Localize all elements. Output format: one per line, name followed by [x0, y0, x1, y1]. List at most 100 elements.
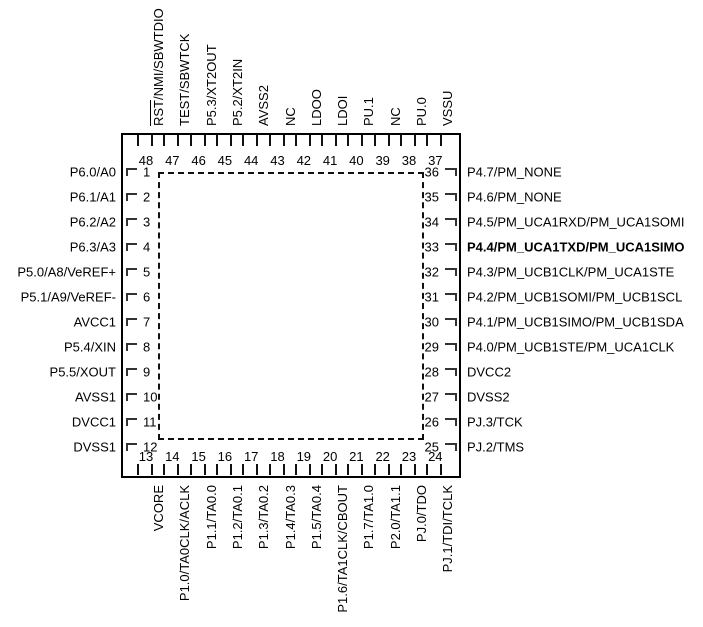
pin-number-11: 11	[143, 414, 157, 430]
pin-lead-end-28	[455, 368, 457, 376]
pin-lead-35	[445, 193, 456, 195]
pin-tick-19-a	[294, 464, 297, 475]
pin-lead-1	[126, 168, 137, 170]
pin-number-46: 46	[191, 153, 206, 168]
pin-tick-19-b	[308, 464, 311, 475]
pin-lead-28	[445, 368, 456, 370]
pin-tick-17-a	[242, 464, 245, 475]
pin-label-1: P6.0/A0	[69, 164, 116, 180]
pin-label-18: P1.4/TA0.3	[282, 485, 298, 550]
pin-label-38: PU.0	[414, 97, 429, 126]
pin-tick-22-b	[387, 464, 390, 475]
pin-label-35: P4.6/PM_NONE	[467, 189, 562, 205]
pin-tick-43-a	[268, 135, 271, 146]
pin-label-40: PU.1	[361, 97, 377, 126]
pin-lead-end-8	[126, 343, 128, 351]
pin-tick-14-b	[177, 464, 180, 475]
pin-label-5: P5.0/A8/VeREF+	[17, 264, 116, 280]
pin-lead-10	[126, 393, 137, 395]
pin-lead-30	[445, 318, 456, 320]
pin-tick-23-b	[414, 464, 416, 475]
pin-tick-44-b	[256, 135, 259, 146]
pin-lead-29	[445, 343, 456, 345]
pin-tick-15-a	[189, 464, 192, 475]
pin-label-8: P5.4/XIN	[63, 339, 116, 355]
pin-lead-26	[445, 418, 456, 420]
pin-number-3: 3	[143, 214, 151, 230]
pin-lead-end-9	[126, 368, 128, 376]
pin-tick-18-a	[268, 464, 271, 475]
pin-label-10: AVSS1	[75, 389, 116, 405]
pin-tick-46-a	[189, 135, 192, 146]
pin-tick-47-a	[163, 135, 166, 146]
pin-number-23: 23	[401, 449, 417, 464]
pin-tick-47-b	[177, 135, 180, 146]
pin-lead-end-35	[455, 193, 457, 201]
pin-tick-42-b	[308, 135, 311, 146]
pin-label-4: P6.3/A3	[69, 239, 116, 255]
pin-label-33: P4.4/PM_UCA1TXD/PM_UCA1SIMO	[467, 239, 685, 255]
pin-label-28: DVCC2	[467, 364, 512, 380]
pin-label-39: NC	[387, 107, 403, 126]
pin-number-15: 15	[191, 449, 206, 464]
pin-lead-9	[126, 368, 137, 370]
pin-number-13: 13	[138, 449, 154, 464]
pin-lead-end-25	[455, 443, 457, 451]
pin-label-24: PJ.1/TDI/TCLK	[440, 485, 456, 573]
pin-tick-15-b	[203, 464, 206, 475]
pin-number-36: 36	[424, 164, 439, 180]
pin-label-37: VSSU	[440, 90, 456, 126]
pin-lead-25	[445, 443, 456, 445]
pin-number-33: 33	[424, 239, 439, 255]
pin-number-19: 19	[296, 449, 312, 464]
package-outline	[121, 133, 461, 478]
pin-number-18: 18	[270, 449, 285, 464]
pin-label-31: P4.2/PM_UCB1SOMI/PM_UCB1SCL	[467, 289, 683, 305]
pin-lead-3	[126, 218, 137, 220]
pin-number-10: 10	[143, 389, 158, 405]
pin-lead-end-30	[455, 318, 457, 326]
pin-number-43: 43	[270, 153, 285, 168]
pin-lead-end-2	[126, 193, 128, 201]
pin-number-1: 1	[143, 164, 151, 180]
pin-label-13: VCORE	[151, 485, 166, 532]
pin-label-43: NC	[282, 107, 298, 126]
pin-number-30: 30	[424, 314, 439, 330]
pin-number-25: 25	[424, 439, 439, 455]
pin-label-46: P5.3/XT2OUT	[203, 44, 219, 126]
pin-label-42: LDOO	[308, 89, 324, 126]
pin-label-22: P2.0/TA1.1	[387, 485, 403, 550]
pin-label-12: DVSS1	[73, 439, 116, 455]
pin-tick-38-b	[414, 135, 416, 146]
pin-lead-12	[126, 443, 137, 445]
pin-label-41: LDOI	[335, 95, 351, 126]
pin-label-32: P4.3/PM_UCB1CLK/PM_UCA1STE	[467, 264, 675, 280]
pin-label-45: P5.2/XT2IN	[229, 58, 245, 126]
pin-lead-end-11	[126, 418, 128, 426]
pin-tick-40-b	[361, 135, 364, 146]
pin-number-39: 39	[375, 153, 390, 168]
pin-tick-45-b	[229, 135, 232, 146]
pin-number-20: 20	[322, 449, 338, 464]
pin-number-31: 31	[424, 289, 439, 305]
pin-lead-5	[126, 268, 137, 270]
pin-lead-end-29	[455, 343, 457, 351]
pin-label-36: P4.7/PM_NONE	[467, 164, 562, 180]
pin-number-40: 40	[349, 153, 364, 168]
pin-lead-end-26	[455, 418, 457, 426]
pin-lead-end-6	[126, 293, 128, 301]
pin-number-12: 12	[143, 439, 158, 455]
pin-lead-36	[445, 168, 456, 170]
pin-tick-40-a	[347, 135, 350, 146]
pin-label-30: P4.1/PM_UCB1SIMO/PM_UCB1SDA	[467, 314, 684, 330]
pin-tick-38-a	[400, 135, 402, 146]
pin-label-21: P1.7/TA1.0	[361, 485, 377, 550]
pin-tick-24-b	[440, 464, 443, 475]
pin-tick-24-a	[426, 464, 429, 475]
pin-lead-31	[445, 293, 456, 295]
pin-tick-37-b	[440, 135, 443, 146]
pin-number-28: 28	[424, 364, 439, 380]
pin-label-9: P5.5/XOUT	[49, 364, 116, 380]
pin-label-14: P1.0/TA0CLK/ACLK	[177, 485, 193, 602]
